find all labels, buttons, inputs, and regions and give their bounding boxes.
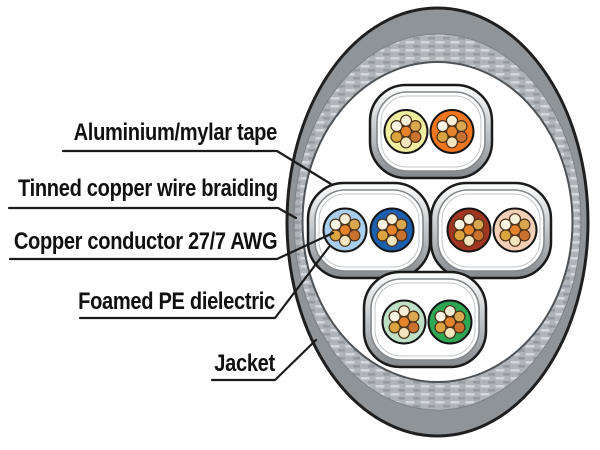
copper-strand xyxy=(388,321,401,334)
copper-strand xyxy=(443,305,457,318)
leader-foamed-pe-dielectric xyxy=(78,245,331,320)
copper-strand xyxy=(434,310,447,323)
copper-strand xyxy=(329,229,342,242)
leader-aluminium-mylar-tape xyxy=(61,149,333,186)
copper-strand xyxy=(399,114,413,127)
copper-strand xyxy=(499,229,512,242)
copper-strand xyxy=(390,119,403,133)
pair-shield-liner xyxy=(374,282,476,357)
copper-strand xyxy=(388,310,401,323)
copper-strand xyxy=(472,229,485,242)
pair-shield-liner xyxy=(441,193,541,268)
copper-strand xyxy=(455,130,468,143)
pair-yellow-orange xyxy=(368,83,494,180)
label-aluminium-mylar-tape: Aluminium/mylar tape xyxy=(73,119,278,146)
label-jacket: Jacket xyxy=(214,350,275,377)
copper-strand xyxy=(385,213,399,226)
copper-strand xyxy=(508,213,522,226)
copper-strand xyxy=(407,321,420,334)
copper-strand xyxy=(443,326,457,339)
copper-strand xyxy=(434,321,447,334)
copper-strand xyxy=(453,218,466,231)
copper-strand xyxy=(348,229,361,242)
label-tinned-copper-wire-braiding: Tinned copper wire braiding xyxy=(18,175,278,202)
label-foamed-pe-dielectric: Foamed PE dielectric xyxy=(78,288,275,315)
jacket-outline xyxy=(285,6,590,438)
copper-strand xyxy=(390,130,403,143)
copper-strand xyxy=(445,136,459,149)
pair-shield-liner xyxy=(318,193,420,268)
copper-strand xyxy=(436,119,449,133)
copper-strand xyxy=(472,218,485,231)
copper-strand xyxy=(395,218,408,231)
copper-strand xyxy=(409,130,422,143)
pair-brown-pink xyxy=(429,181,553,280)
pair-green xyxy=(362,270,488,369)
pair-shield-liner xyxy=(380,95,482,168)
copper-strand xyxy=(453,229,466,242)
pair-blue xyxy=(306,181,432,280)
copper-strand xyxy=(499,218,512,231)
copper-strand xyxy=(407,310,420,323)
copper-strand xyxy=(329,218,342,231)
copper-strand xyxy=(462,234,476,247)
copper-strand xyxy=(338,234,352,247)
leader-tinned-copper-wire-braiding xyxy=(7,206,298,220)
copper-strand xyxy=(376,218,389,231)
copper-strand xyxy=(397,326,411,339)
copper-strand xyxy=(508,234,522,247)
leader-jacket xyxy=(210,338,318,382)
copper-strand xyxy=(518,229,531,242)
copper-strand xyxy=(395,229,408,242)
copper-strand xyxy=(348,218,361,231)
copper-strand xyxy=(397,305,411,318)
copper-strand xyxy=(376,229,389,242)
copper-strand xyxy=(455,119,468,133)
leader-copper-conductor xyxy=(8,231,335,261)
copper-strand xyxy=(338,213,352,226)
label-copper-conductor: Copper conductor 27/7 AWG xyxy=(13,228,278,255)
copper-strand xyxy=(462,213,476,226)
copper-strand xyxy=(409,119,422,133)
copper-strand xyxy=(518,218,531,231)
copper-strand xyxy=(445,114,459,127)
copper-strand xyxy=(453,310,466,323)
copper-strand xyxy=(399,136,413,149)
copper-strand xyxy=(385,234,399,247)
shielded-pairs xyxy=(306,83,553,369)
copper-strand xyxy=(436,130,449,143)
copper-strand xyxy=(453,321,466,334)
